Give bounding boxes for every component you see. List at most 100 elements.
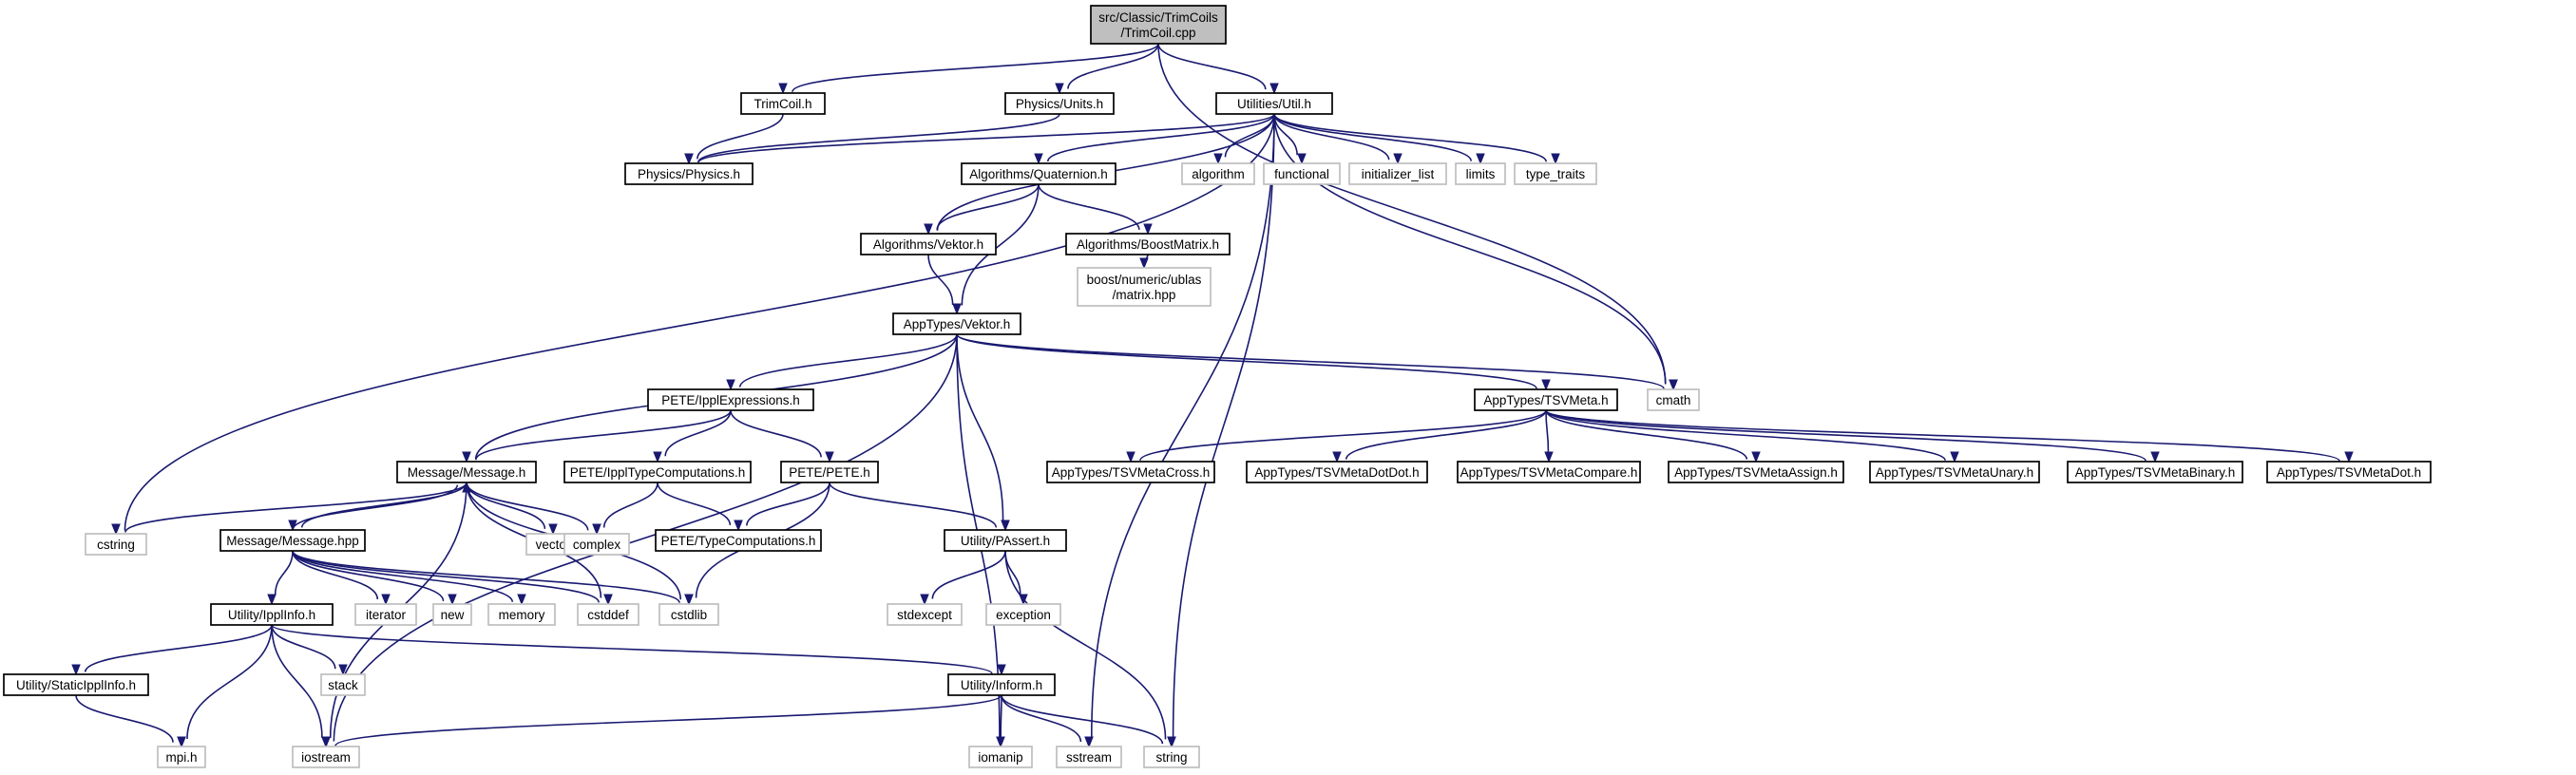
- edge-line: [1545, 409, 1550, 453]
- edge-arrowhead: [321, 736, 331, 748]
- node-tsv-binary[interactable]: AppTypes/TSVMetaBinary.h: [2067, 461, 2243, 483]
- edge-line: [1046, 113, 1275, 162]
- node-box: [947, 673, 1056, 696]
- node-label: Algorithms/Vektor.h: [873, 237, 983, 252]
- node-tsv-compare[interactable]: AppTypes/TSVMetaCompare.h: [1457, 461, 1641, 483]
- node-label: exception: [996, 608, 1051, 622]
- edge-arrowhead: [1084, 736, 1094, 748]
- node-label: TrimCoil.h: [754, 97, 811, 111]
- node-box: [577, 603, 639, 626]
- node-label: cmath: [1656, 393, 1691, 407]
- edge-pete-h-to-passert: [829, 482, 1010, 532]
- edge-line: [1067, 43, 1159, 89]
- node-box: [396, 461, 537, 483]
- node-box: [487, 603, 556, 626]
- node-inform[interactable]: Utility/Inform.h: [947, 673, 1056, 696]
- node-box: [1181, 162, 1255, 185]
- node-label: complex: [573, 538, 621, 552]
- edge-line: [75, 694, 174, 743]
- node-box: [860, 233, 997, 255]
- node-box: [892, 312, 1021, 335]
- edge-root-to-util-h: [1157, 43, 1279, 95]
- node-physics-physics[interactable]: Physics/Physics.h: [624, 162, 754, 185]
- edge-arrowhead: [1544, 451, 1554, 463]
- node-quaternion[interactable]: Algorithms/Quaternion.h: [961, 162, 1116, 185]
- edge-arrowhead: [548, 523, 558, 536]
- node-tsv-unary[interactable]: AppTypes/TSVMetaUnary.h: [1869, 461, 2040, 483]
- node-label: iomanip: [978, 750, 1022, 765]
- edge-line: [292, 484, 459, 531]
- node-label: stack: [328, 678, 358, 692]
- edge-line: [466, 482, 589, 531]
- node-message-hpp[interactable]: Message/Message.hpp: [219, 529, 366, 552]
- node-utility-ipplinfo[interactable]: Utility/IpplInfo.h: [210, 603, 334, 626]
- node-box: [1668, 461, 1844, 483]
- edge-arrowhead: [448, 594, 457, 606]
- node-box: [292, 746, 360, 768]
- node-label: Utility/Inform.h: [961, 678, 1042, 692]
- node-algo-vektor[interactable]: Algorithms/Vektor.h: [860, 233, 997, 255]
- node-type-traits: type_traits: [1514, 162, 1597, 185]
- edge-arrowhead: [1541, 379, 1551, 391]
- node-apptypes-vektor[interactable]: AppTypes/Vektor.h: [892, 312, 1021, 335]
- edge-inform-to-iostream: [321, 694, 1002, 748]
- edge-line: [697, 113, 1275, 163]
- node-trimcoil-h[interactable]: TrimCoil.h: [740, 92, 826, 115]
- node-label: AppTypes/TSVMetaUnary.h: [1876, 465, 2033, 480]
- node-box: [219, 529, 366, 552]
- node-ippl-expr[interactable]: PETE/IpplExpressions.h: [647, 388, 814, 411]
- node-passert[interactable]: Utility/PAssert.h: [944, 529, 1067, 552]
- edge-arrowhead: [462, 451, 471, 463]
- edge-arrowhead: [1167, 736, 1176, 748]
- node-memory: memory: [487, 603, 556, 626]
- node-label: /TrimCoil.cpp: [1120, 26, 1195, 40]
- edge-arrowhead: [592, 523, 601, 536]
- node-functional: functional: [1263, 162, 1341, 185]
- node-root[interactable]: src/Classic/TrimCoils/TrimCoil.cpp: [1090, 5, 1227, 45]
- node-box: [157, 746, 206, 768]
- node-tsvmeta[interactable]: AppTypes/TSVMeta.h: [1474, 388, 1618, 411]
- edge-arrowhead: [952, 303, 962, 315]
- edge-arrowhead: [1139, 257, 1149, 270]
- node-util-h[interactable]: Utilities/Util.h: [1215, 92, 1333, 115]
- node-box: [1348, 162, 1447, 185]
- edge-arrowhead: [111, 523, 121, 536]
- node-tsv-dotdot[interactable]: AppTypes/TSVMetaDotDot.h: [1246, 461, 1428, 483]
- node-box: [961, 162, 1116, 185]
- node-cstring: cstring: [85, 533, 147, 556]
- node-box: [1077, 267, 1212, 307]
- node-box: [1090, 5, 1227, 45]
- edges-layer: [71, 43, 2354, 748]
- edge-utility-ipplinfo-to-mpi: [177, 624, 273, 748]
- node-iostream: iostream: [292, 746, 360, 768]
- edge-arrowhead: [177, 736, 186, 748]
- node-tsv-cross[interactable]: AppTypes/TSVMetaCross.h: [1046, 461, 1215, 483]
- edge-line: [602, 482, 658, 528]
- edge-tsvmeta-to-tsv-binary: [1545, 409, 2160, 463]
- edge-message-hpp-to-utility-ipplinfo: [267, 550, 294, 606]
- edge-passert-to-exception: [1004, 550, 1028, 606]
- node-stdexcept: stdexcept: [887, 603, 963, 626]
- node-label: mpi.h: [165, 750, 197, 765]
- node-label: boost/numeric/ublas: [1087, 273, 1202, 287]
- node-tsv-assign[interactable]: AppTypes/TSVMetaAssign.h: [1668, 461, 1844, 483]
- node-physics-units[interactable]: Physics/Units.h: [1004, 92, 1115, 115]
- node-typecomp[interactable]: PETE/TypeComputations.h: [655, 529, 822, 552]
- node-box: [432, 603, 472, 626]
- edge-passert-to-stdexcept: [920, 550, 1006, 606]
- node-pete-h[interactable]: PETE/PETE.h: [780, 461, 879, 483]
- node-label: memory: [499, 608, 545, 622]
- nodes-layer: src/Classic/TrimCoils/TrimCoil.cppTrimCo…: [3, 5, 2432, 768]
- edge-message-hpp-to-cstdlib: [292, 550, 694, 606]
- edge-line: [124, 482, 467, 533]
- node-tsv-dot[interactable]: AppTypes/TSVMetaDot.h: [2266, 461, 2432, 483]
- node-ippl-typecomp[interactable]: PETE/IpplTypeComputations.h: [563, 461, 752, 483]
- edge-arrowhead: [1001, 520, 1010, 532]
- node-static-ipplinfo[interactable]: Utility/StaticIpplInfo.h: [3, 673, 149, 696]
- edge-arrowhead: [1143, 223, 1153, 236]
- edge-message-h-to-complex: [466, 482, 601, 536]
- node-boostmatrix[interactable]: Algorithms/BoostMatrix.h: [1065, 233, 1231, 255]
- node-message-h[interactable]: Message/Message.h: [396, 461, 537, 483]
- edge-arrowhead: [1126, 451, 1135, 463]
- node-box: [780, 461, 879, 483]
